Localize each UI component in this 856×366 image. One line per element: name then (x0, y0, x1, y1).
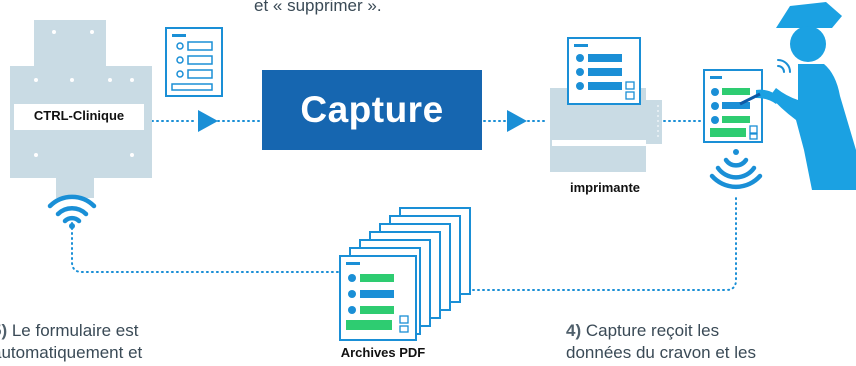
pdf-archive-front-page (339, 255, 417, 341)
clinic-label-box (14, 104, 144, 130)
printer-icon (550, 37, 662, 172)
pen-icon (739, 92, 761, 106)
wifi-icon (47, 194, 97, 224)
form-list-icon (165, 27, 223, 97)
step-4-line2: données du cravon et les (566, 343, 756, 362)
step-5-line2: automatiquement et (0, 343, 143, 362)
step-5-line1: Le formulaire est (7, 321, 139, 340)
pen-signal-icon (777, 59, 791, 73)
capture-box (262, 70, 482, 150)
signal-receive-icon (709, 157, 763, 190)
clinic-label: CTRL-Clinique (33, 108, 125, 123)
top-note-text: et « supprimer ». (254, 0, 382, 15)
step-5-number: 5) (0, 321, 8, 340)
step-4-number: 4) (566, 321, 582, 340)
arrow-to-printer (507, 110, 527, 132)
capture-title: Capture (300, 89, 444, 130)
step-4-line1: Capture reçoit les (581, 321, 720, 340)
connector-lines (71, 120, 737, 291)
arrow-to-capture (198, 110, 218, 132)
nurse-icon (756, 2, 856, 190)
signal-dot (733, 149, 739, 155)
printer-label: imprimante (569, 180, 641, 195)
archives-label: Archives PDF (340, 345, 426, 360)
filled-form-icon (703, 69, 763, 143)
step-5-text: 5) Le formulaire est automatiquement et (0, 320, 142, 364)
wifi-dot (69, 223, 75, 229)
step-4-text: 4) Capture reçoit les données du cravon … (566, 320, 756, 364)
